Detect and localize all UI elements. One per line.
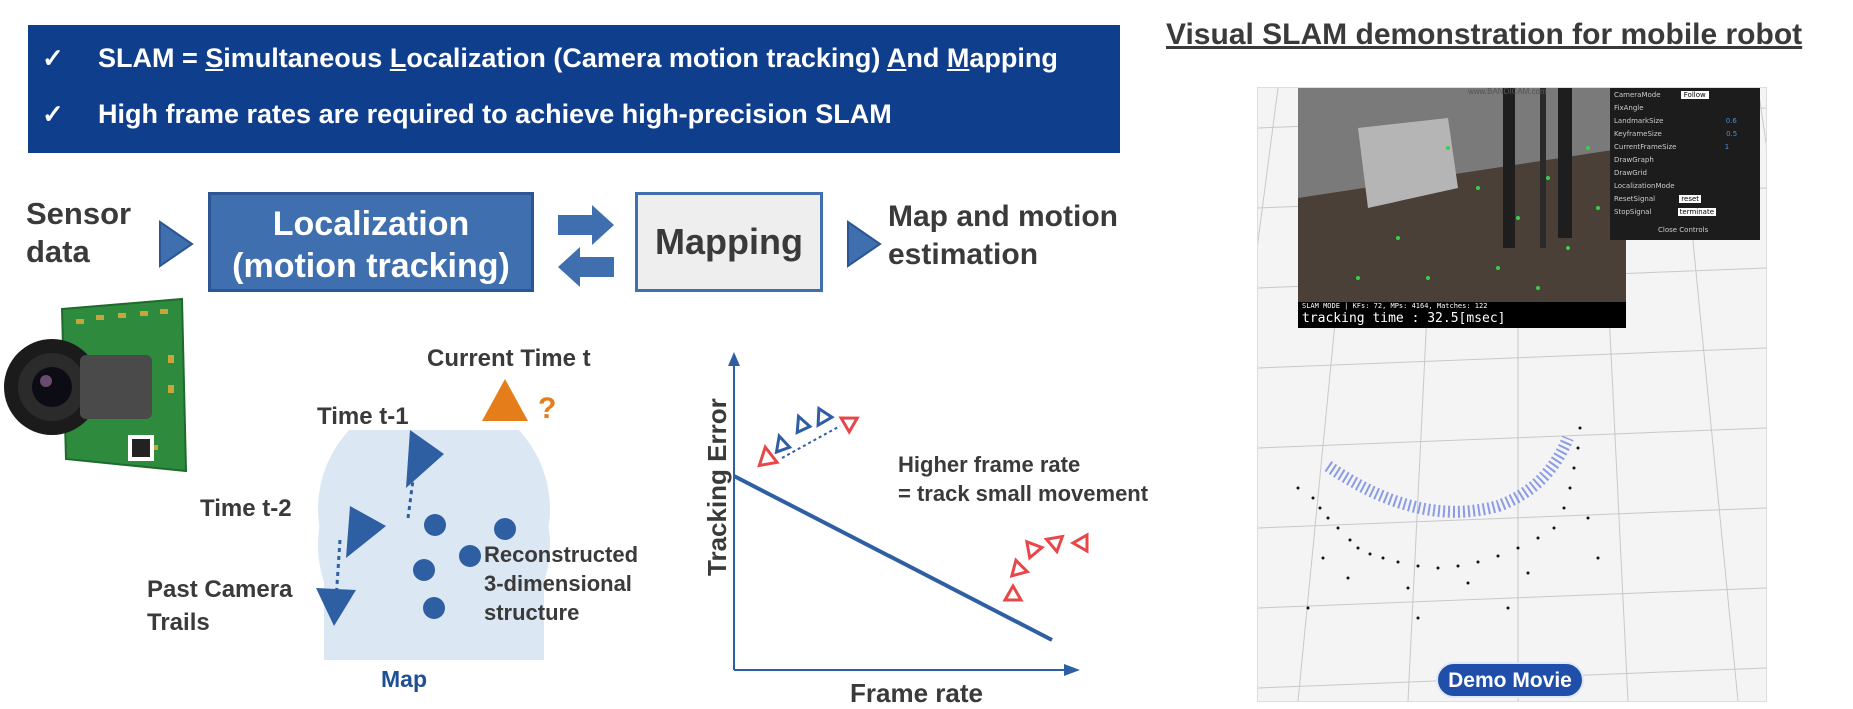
control-camera-mode[interactable]: CameraMode Follow [1614,91,1709,99]
summary-banner: ✓SLAM = Simultaneous Localization (Camer… [28,25,1120,153]
bandicam-watermark: www.BANDICAM.com [1468,87,1547,96]
y-axis-arrow-icon [728,352,740,366]
time-t2-label: Time t-2 [200,495,292,522]
map-motion-estimation-label: Map and motion estimation [888,200,1118,271]
slam-status-line: SLAM MODE | KFs: 72, MPs: 4164, Matches:… [1302,302,1488,310]
reset-button[interactable]: reset [1679,195,1702,203]
mapping-box: Mapping [635,192,823,292]
x-axis-arrow-icon [1064,664,1080,676]
map-label: Map [381,666,427,692]
current-camera-icon [482,379,528,421]
camera-feed-view: SLAM MODE | KFs: 72, MPs: 4164, Matches:… [1298,88,1626,328]
slam-controls-panel: CameraMode Follow FixAngle LandmarkSize … [1610,88,1760,240]
slam-demo-screenshot: SLAM MODE | KFs: 72, MPs: 4164, Matches:… [1257,87,1767,702]
tracking-error-graph: Tracking Error [702,352,1089,676]
time-t1-label: Time t-1 [317,403,409,430]
demo-movie-button[interactable]: Demo Movie [1436,662,1584,698]
check-icon: ✓ [42,99,64,129]
reconstructed-structure-label: Reconstructed 3-dimensional structure [484,542,639,625]
error-trend-line [733,474,1053,642]
camera-mode-select[interactable]: Follow [1680,91,1709,99]
banner-line-framerate: ✓High frame rates are required to achiev… [42,99,892,129]
banner-line-slam: ✓SLAM = Simultaneous Localization (Camer… [42,43,1058,73]
past-camera-trails-label: Past Camera Trails [147,576,293,636]
map-diagram [316,430,550,660]
close-controls-link[interactable]: Close Controls [1658,226,1709,234]
arrow-right-icon [847,220,882,268]
y-axis-label: Tracking Error [702,398,732,576]
camera-module-icon [4,297,188,473]
check-icon: ✓ [42,43,64,73]
localization-box: Localization (motion tracking) [208,192,534,292]
demo-title: Visual SLAM demonstration for mobile rob… [1166,18,1803,51]
x-axis-label: Frame rate [850,678,983,708]
higher-frame-rate-note: Higher frame rate = track small movement [898,452,1149,506]
tracking-time-readout: tracking time : 32.5[msec] [1302,311,1506,326]
question-mark: ? [538,392,557,425]
current-time-label: Current Time t [427,345,591,372]
arrow-right-icon [159,220,194,268]
terminate-button[interactable]: terminate [1677,208,1717,216]
sensor-data-label: Sensor data [26,196,132,269]
bidirectional-arrows-icon [558,205,614,287]
